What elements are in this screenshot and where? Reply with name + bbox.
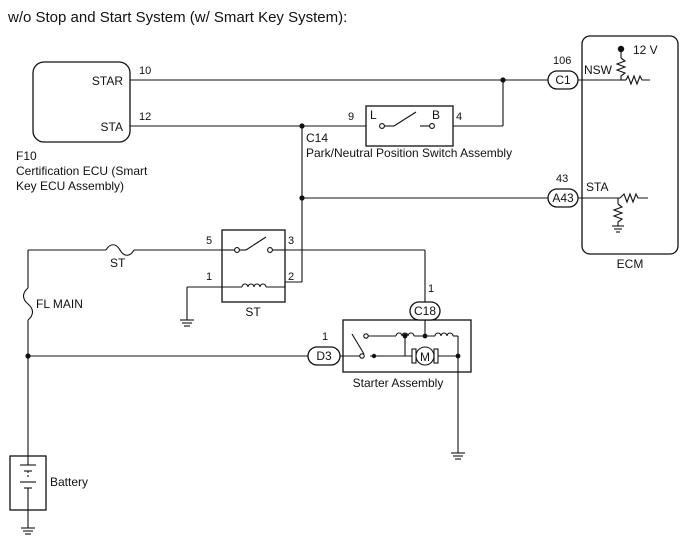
starter-magnetic-switch-blade	[351, 333, 365, 355]
connector-c1-label: C1	[555, 73, 571, 87]
battery-ground-icon	[21, 527, 35, 535]
supply-12v-label: 12 V	[633, 43, 658, 57]
relay-ground-icon	[180, 319, 194, 327]
ecm-box	[581, 35, 679, 255]
sta-input-resistor-icon	[619, 192, 648, 204]
pull-in-coil-icon	[395, 332, 415, 337]
pnp-right-label: B	[432, 108, 440, 122]
battery-icon	[20, 456, 36, 510]
connector-c18-label: C18	[414, 304, 436, 318]
hold-in-coil-icon	[434, 332, 454, 337]
pnp-pin-left: 9	[348, 111, 354, 123]
certification-ecu-box	[32, 61, 131, 143]
ecu-name-line1: Certification ECU (Smart	[16, 164, 148, 178]
ecu-terminal-star: STAR	[92, 74, 123, 88]
pin-a43: 43	[556, 173, 568, 185]
nsw-input-resistor-icon	[625, 74, 650, 86]
pullup-resistor-icon	[615, 57, 627, 80]
d3-pin: 1	[322, 331, 328, 343]
st-relay-label: ST	[245, 305, 261, 319]
relay-pin3: 3	[288, 235, 294, 247]
ecu-connector-code: F10	[16, 149, 37, 163]
supply-12v-dot	[617, 45, 625, 53]
relay-pin5: 5	[206, 235, 212, 247]
pnp-name: Park/Neutral Position Switch Assembly	[306, 146, 512, 160]
relay-switch-blade	[245, 236, 267, 251]
starter-ground-icon	[451, 452, 465, 460]
pnp-pin-right: 4	[456, 111, 462, 123]
ecu-name-line2: Key ECU Assembly)	[16, 179, 124, 193]
relay-pin2: 2	[288, 271, 294, 283]
fuse-st-label: ST	[110, 256, 126, 270]
pin-c1: 106	[553, 55, 571, 67]
fuse-st-icon	[105, 244, 135, 256]
sta-pulldown-resistor-icon	[612, 203, 624, 226]
battery-label: Battery	[50, 475, 88, 489]
connector-a43-label: A43	[552, 191, 574, 205]
pnp-connector-code: C14	[306, 131, 328, 145]
fuse-fl-main-label: FL MAIN	[36, 297, 83, 311]
c18-pin: 1	[428, 283, 434, 295]
ecm-terminal-sta: STA	[586, 180, 608, 194]
pin-star: 10	[139, 65, 151, 77]
connector-d3-label: D3	[316, 349, 332, 363]
starter-assembly-box	[342, 319, 472, 373]
starter-label: Starter Assembly	[353, 376, 444, 390]
relay-coil-icon	[241, 283, 267, 288]
pnp-switch-blade	[393, 111, 417, 127]
ecm-terminal-nsw: NSW	[584, 63, 613, 77]
ecu-terminal-sta: STA	[101, 120, 123, 134]
relay-pin1: 1	[206, 271, 212, 283]
fuse-fl-main-icon	[22, 287, 34, 321]
diagram-title: w/o Stop and Start System (w/ Smart Key …	[7, 9, 347, 26]
pnp-left-label: L	[370, 108, 377, 122]
pin-sta: 12	[139, 111, 151, 123]
ecm-name: ECM	[617, 257, 644, 271]
st-relay-box	[221, 229, 286, 303]
ecm-ground-icon	[612, 225, 624, 233]
motor-label: M	[420, 350, 430, 364]
